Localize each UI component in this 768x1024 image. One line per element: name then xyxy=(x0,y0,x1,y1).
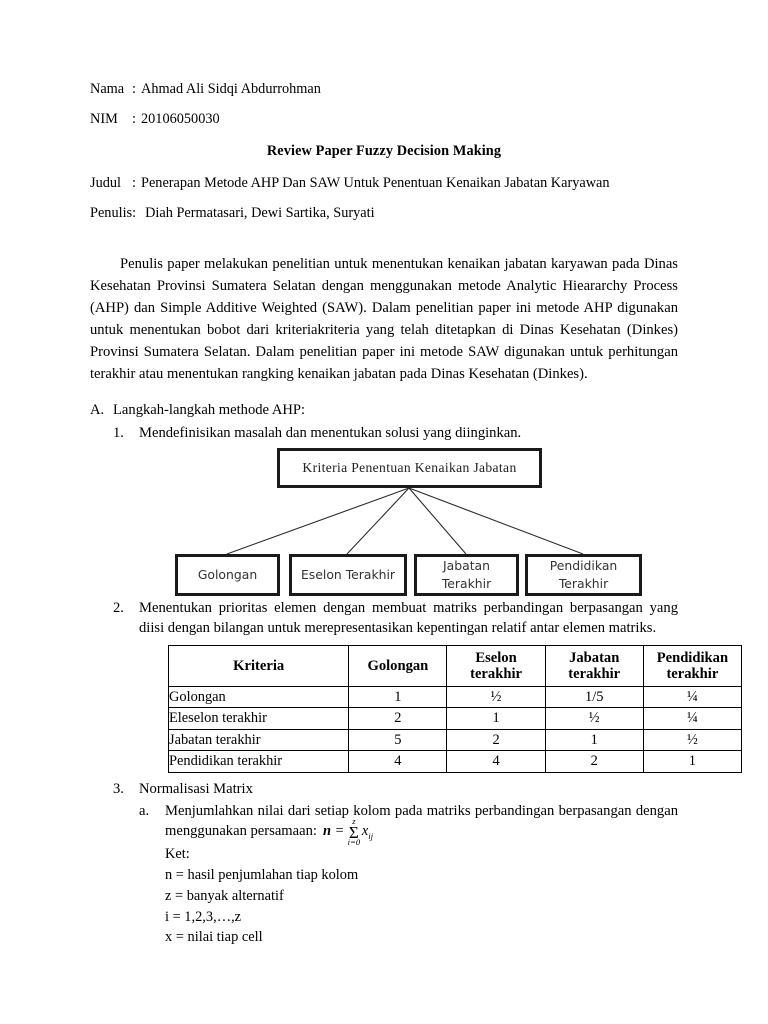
matrix-cell-2-0: 5 xyxy=(348,728,448,752)
matrix-cell-0-3: ¼ xyxy=(642,685,743,709)
meta-row-penulis: Penulis: Diah Permatasari, Dewi Sartika,… xyxy=(90,206,678,220)
nim-value: 20106050030 xyxy=(141,111,220,128)
step-2-marker: 2. xyxy=(113,599,124,616)
step-2-text: Menentukan prioritas elemen dengan membu… xyxy=(139,599,678,637)
matrix-table-body: Golongan 1 ½ 1/5 ¼ Eleselon terakhir 2 1… xyxy=(167,685,743,773)
formula-term-base: x xyxy=(361,823,369,840)
sigma-upper-limit: z xyxy=(352,815,356,826)
step-1-row: 1. Mendefinisikan masalah dan menentukan… xyxy=(113,423,678,444)
step-3-sub-a-body: Menjumlahkan nilai dari setiap kolom pad… xyxy=(165,801,678,847)
matrix-cell-1-1: 1 xyxy=(446,707,546,730)
nama-value: Ahmad Ali Sidqi Abdurrohman xyxy=(141,81,321,97)
nim-separator: : xyxy=(132,111,136,128)
matrix-cell-0-1: ½ xyxy=(446,685,546,709)
sigma-lower-limit: i=0 xyxy=(347,836,361,847)
formula-lhs: n xyxy=(322,823,331,840)
matrix-cell-1-2: ½ xyxy=(544,707,644,730)
matrix-row-label-3: Pendidikan terakhir xyxy=(167,750,350,773)
step-3-sub-a-marker: a. xyxy=(139,802,150,819)
table-row: Eleselon terakhir 2 1 ½ ¼ xyxy=(167,707,743,730)
nim-label: NIM xyxy=(90,111,118,128)
formula-equals: = xyxy=(334,823,345,840)
matrix-header-kriteria: Kriteria xyxy=(167,645,350,687)
table-row: Jabatan terakhir 5 2 1 ½ xyxy=(167,728,743,752)
matrix-cell-2-3: ½ xyxy=(642,728,743,752)
ket-line-i: i = 1,2,3,…,z xyxy=(165,908,242,925)
judul-separator: : xyxy=(132,174,136,191)
step-3-marker: 3. xyxy=(113,780,124,797)
table-row: Pendidikan terakhir 4 4 2 1 xyxy=(167,750,743,773)
matrix-row-label-1: Eleselon terakhir xyxy=(167,707,350,730)
section-a-heading-row: A. Langkah-langkah methode AHP: xyxy=(90,400,678,421)
diagram-connector-lines xyxy=(226,487,584,555)
matrix-cell-3-0: 4 xyxy=(348,750,448,773)
ket-definitions-block: Ket: n = hasil penjumlahan tiap kolom z … xyxy=(165,844,678,948)
step-3-sub-a-row: a. Menjumlahkan nilai dari setiap kolom … xyxy=(139,801,678,847)
nama-label: Nama xyxy=(90,81,125,97)
meta-row-nama: Nama: Ahmad Ali Sidqi Abdurrohman xyxy=(90,81,678,97)
ket-line-n: n = hasil penjumlahan tiap kolom xyxy=(165,867,359,884)
diagram-child-box-eselon-terakhir: Eselon Terakhir xyxy=(289,553,407,596)
penulis-label: Penulis: xyxy=(90,204,137,221)
judul-value: Penerapan Metode AHP Dan SAW Untuk Penen… xyxy=(141,174,610,191)
matrix-header-golongan: Golongan xyxy=(348,645,448,687)
page-content: Nama:Ahmad Ali Sidqi Abdurrohman NIM:201… xyxy=(90,81,743,949)
step-1: 1. Mendefinisikan masalah dan menentukan… xyxy=(113,423,743,949)
step-2-row: 2. Menentukan prioritas elemen dengan me… xyxy=(113,598,678,639)
section-a-heading: Langkah-langkah methode AHP: xyxy=(113,402,306,419)
matrix-cell-1-0: 2 xyxy=(348,707,448,730)
matrix-row-label-2: Jabatan terakhir xyxy=(167,728,350,752)
nama-separator: : xyxy=(132,81,136,97)
meta-row-nim: NIM:20106050030 xyxy=(90,111,678,128)
step-1-text: Mendefinisikan masalah dan menentukan so… xyxy=(139,424,522,441)
formula-term-subscript: ij xyxy=(368,831,373,842)
ket-label: Ket: xyxy=(165,846,190,863)
table-row: Golongan 1 ½ 1/5 ¼ xyxy=(167,685,743,709)
matrix-cell-1-3: ¼ xyxy=(642,707,743,730)
step-3-sub-a-text: Menjumlahkan nilai dari setiap kolom pad… xyxy=(165,802,678,840)
diagram-child-box-golongan: Golongan xyxy=(175,553,280,596)
step-1-marker: 1. xyxy=(113,424,124,441)
meta-row-judul: Judul: Penerapan Metode AHP Dan SAW Untuk… xyxy=(90,174,678,191)
step-3-sub-a: a. Menjumlahkan nilai dari setiap kolom … xyxy=(139,801,678,949)
matrix-cell-3-3: 1 xyxy=(642,750,743,773)
matrix-cell-3-1: 4 xyxy=(446,750,546,773)
matrix-row-label-0: Golongan xyxy=(167,685,350,709)
judul-label: Judul xyxy=(90,174,121,191)
sigma-icon: Σ xyxy=(348,822,359,842)
diagram-root-box: Kriteria Penentuan Kenaikan Jabatan xyxy=(277,447,542,488)
step-3-row: 3. Normalisasi Matrix xyxy=(113,779,678,800)
penulis-value: Diah Permatasari, Dewi Sartika, Suryati xyxy=(145,204,375,221)
section-a: A. Langkah-langkah methode AHP: 1. Mende… xyxy=(90,400,743,949)
formula-term: xij xyxy=(361,823,373,842)
ket-line-z: z = banyak alternatif xyxy=(165,887,284,904)
ket-line-x: x = nilai tiap cell xyxy=(165,929,263,946)
diagram-child-label-2: Eselon Terakhir xyxy=(300,566,396,582)
matrix-cell-2-1: 2 xyxy=(446,728,546,752)
diagram-child-label-1: Golongan xyxy=(197,566,258,582)
section-a-marker: A. xyxy=(90,402,105,419)
step-3-text: Normalisasi Matrix xyxy=(139,780,253,797)
matrix-cell-0-2: 1/5 xyxy=(544,685,644,709)
criteria-hierarchy-diagram: Kriteria Penentuan Kenaikan Jabatan Golo… xyxy=(113,447,701,596)
document-title: Review Paper Fuzzy Decision Making xyxy=(266,142,502,159)
matrix-cell-0-0: 1 xyxy=(348,685,448,709)
summary-paragraph: Penulis paper melakukan penelitian untuk… xyxy=(90,256,678,382)
diagram-root-label: Kriteria Penentuan Kenaikan Jabatan xyxy=(302,459,517,475)
matrix-cell-3-2: 2 xyxy=(544,750,644,773)
matrix-cell-2-2: 1 xyxy=(544,728,644,752)
